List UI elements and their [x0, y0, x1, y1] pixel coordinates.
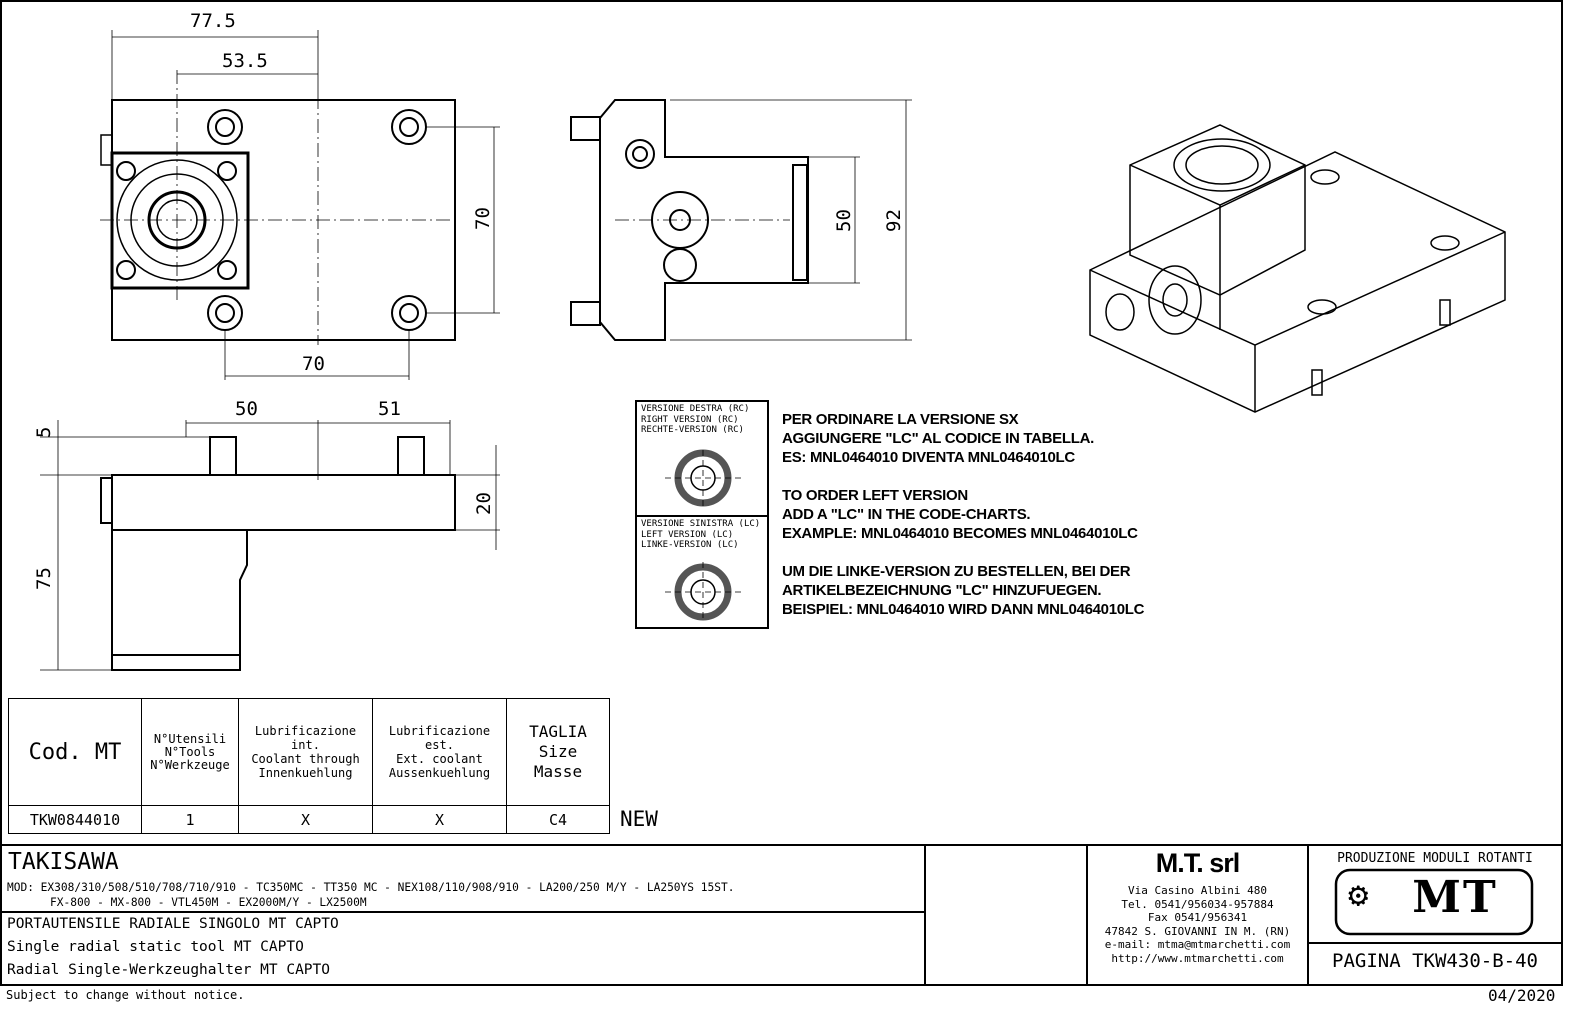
version-box: [635, 400, 769, 629]
new-badge: NEW: [620, 807, 658, 831]
models-line-1: MOD: EX308/310/508/510/708/710/910 - TC3…: [7, 881, 735, 894]
dim-20: 20: [473, 492, 495, 515]
header-line: N°Tools: [164, 744, 216, 759]
description-en: Single radial static tool MT CAPTO: [7, 939, 304, 955]
header-line: Coolant through: [251, 752, 360, 766]
version-label: VERSIONE DESTRA (RC): [641, 404, 750, 414]
dim-53-5: 53.5: [222, 50, 268, 72]
note-line: UM DIE LINKE-VERSION ZU BESTELLEN, BEI D…: [782, 563, 1131, 580]
dim-70-horizontal: 70: [302, 353, 325, 375]
top-view: [100, 30, 500, 380]
cell-size: C4: [506, 805, 610, 834]
address-line: Via Casino Albini 480: [1127, 884, 1268, 897]
note-line: BEISPIEL: MNL0464010 WIRD DANN MNL046401…: [782, 601, 1145, 618]
disclaimer: Subject to change without notice.: [6, 988, 245, 1002]
side-view: [570, 99, 912, 341]
header-line: Lubrificazione est.: [388, 724, 491, 752]
version-label: LEFT VERSION (LC): [641, 529, 734, 540]
dim-50-side: 50: [833, 209, 855, 232]
header-line: Aussenkuehlung: [388, 766, 491, 780]
page-code: PAGINA TKW430-B-40: [1332, 950, 1538, 972]
version-label: RECHTE-VERSION (RC): [641, 425, 744, 435]
dim-92: 92: [883, 209, 905, 232]
header-line: Masse: [533, 762, 583, 781]
dim-50-front: 50: [235, 398, 258, 420]
cell-coolant-ext: X: [372, 805, 507, 834]
dim-75: 75: [33, 567, 55, 590]
version-label: RIGHT VERSION (RC): [641, 414, 739, 425]
dim-70-vertical: 70: [472, 207, 494, 230]
email-link[interactable]: e-mail: mtma@mtmarchetti.com: [1104, 938, 1291, 951]
header-line: Innenkuehlung: [258, 766, 353, 780]
header-line: N°Utensili: [153, 731, 227, 746]
dim-77-5: 77.5: [190, 10, 236, 32]
website-link[interactable]: http://www.mtmarchetti.com: [1111, 951, 1284, 965]
company-address: Via Casino Albini 480 Tel. 0541/956034-9…: [1087, 884, 1308, 965]
revision-date: 04/2020: [1488, 986, 1556, 1005]
cell-tools: 1: [141, 805, 239, 834]
division-title: PRODUZIONE MODULI ROTANTI: [1337, 851, 1533, 866]
phone: Tel. 0541/956034-957884: [1121, 897, 1274, 911]
order-notes: PER ORDINARE LA VERSIONE SX AGGIUNGERE "…: [782, 410, 1145, 619]
header-line: TAGLIA: [529, 722, 587, 741]
header-line: Ext. coolant: [396, 752, 483, 766]
models-line-2: FX-800 - MX-800 - VTL450M - EX2000M/Y - …: [50, 896, 367, 909]
right-version-labels: VERSIONE DESTRA (RC) RIGHT VERSION (RC) …: [641, 404, 749, 436]
title-block-lines: [1, 844, 1562, 985]
machine-brand: TAKISAWA: [8, 849, 119, 875]
version-label: LINKE-VERSION (LC): [641, 540, 739, 550]
logo-text: MT: [1412, 872, 1498, 923]
left-version-labels: VERSIONE SINISTRA (LC) LEFT VERSION (LC)…: [641, 519, 760, 551]
note-line: PER ORDINARE LA VERSIONE SX: [782, 411, 1019, 428]
table-row: TKW0844010 1 X X C4: [8, 805, 610, 834]
dim-5: 5: [33, 426, 55, 438]
note-line: ES: MNL0464010 DIVENTA MNL0464010LC: [782, 449, 1075, 466]
note-line: ADD A "LC" IN THE CODE-CHARTS.: [782, 506, 1031, 523]
company-name: M.T. srl: [1155, 848, 1241, 878]
version-label: VERSIONE SINISTRA (LC): [641, 519, 761, 529]
header-line: Lubrificazione int.: [254, 724, 357, 752]
note-line: TO ORDER LEFT VERSION: [782, 487, 968, 504]
note-line: EXAMPLE: MNL0464010 BECOMES MNL0464010LC: [782, 525, 1138, 542]
cell-code: TKW0844010: [8, 805, 142, 834]
header-line: N°Werkzeuge: [150, 757, 230, 772]
description-de: Radial Single-Werkzeughalter MT CAPTO: [7, 962, 331, 978]
note-line: ARTIKELBEZEICHNUNG "LC" HINZUFUEGEN.: [782, 582, 1102, 599]
front-view: [40, 420, 500, 671]
mt-logo: MT: [1380, 876, 1530, 920]
description-it: PORTAUTENSILE RADIALE SINGOLO MT CAPTO: [7, 916, 339, 932]
header-line: Size: [538, 742, 578, 761]
header-code: Cod. MT: [8, 698, 142, 806]
cell-coolant-int: X: [238, 805, 373, 834]
fax: Fax 0541/956341: [1147, 911, 1248, 924]
city: 47842 S. GIOVANNI IN M. (RN): [1104, 924, 1291, 938]
rotary-module-icon: ⚙: [1348, 875, 1369, 915]
isometric-view: [1089, 124, 1506, 413]
note-line: AGGIUNGERE "LC" AL CODICE IN TABELLA.: [782, 430, 1095, 447]
dim-51: 51: [378, 398, 401, 420]
